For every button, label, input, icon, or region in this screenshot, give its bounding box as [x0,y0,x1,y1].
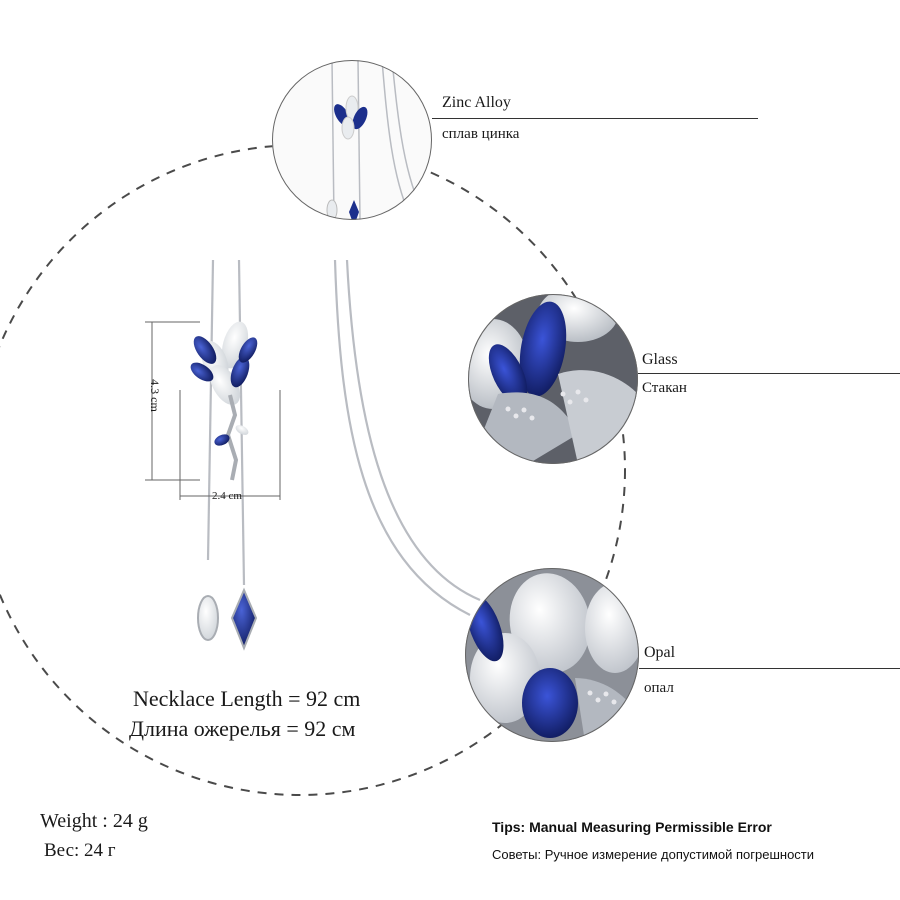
tips-ru: Советы: Ручное измерение допустимой погр… [492,847,815,862]
zinc-zoom-border [272,60,432,220]
tips-en: Tips: Manual Measuring Permissible Error [492,819,772,835]
weight-en: Weight : 24 g [40,810,148,832]
zinc-label-en: Zinc Alloy [442,94,511,111]
glass-label-ru: Стакан [642,380,687,396]
zinc-label-ru: сплав цинка [442,126,520,142]
width-dimension-label: 2.4 cm [212,490,242,502]
height-dimension-label: 4.3 cm [147,379,162,412]
necklace-pendant-icon [145,321,281,651]
glass-rule [638,373,900,374]
glass-zoom-border [468,294,638,464]
weight-ru: Вес: 24 г [44,840,116,861]
opal-label-ru: опал [644,680,674,696]
opal-zoom-border [465,568,639,742]
glass-label-en: Glass [642,351,678,368]
necklace-length-ru: Длина ожерелья = 92 см [129,716,356,741]
opal-label-en: Opal [644,644,676,661]
necklace-length-en: Necklace Length = 92 cm [133,686,361,711]
zinc-rule [432,118,758,119]
opal-rule [639,668,900,669]
